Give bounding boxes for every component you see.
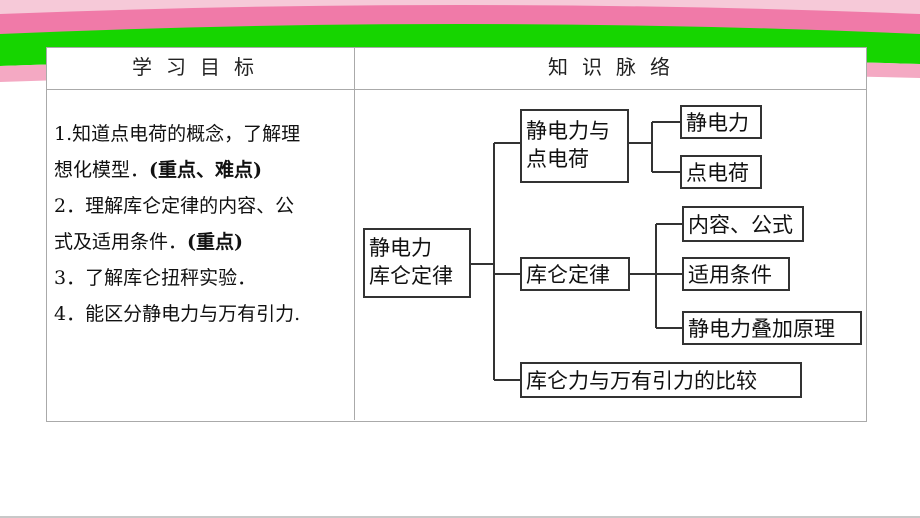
header-knowledge-map: 知识脉络	[548, 55, 684, 79]
goal-line-4: 式及适用条件．(重点)	[54, 224, 354, 260]
table-divider	[354, 47, 355, 420]
goal-emphasis: (重点)	[187, 231, 243, 253]
mindmap-branch-coulomb-law: 库仑定律	[520, 257, 630, 291]
goal-line-6: 4．能区分静电力与万有引力.	[54, 296, 354, 332]
mindmap-leaf-content-formula: 内容、公式	[682, 206, 804, 242]
goal-line-2: 想化模型．(重点、难点)	[54, 152, 354, 188]
goal-text: 2．理解库仑定律的内容、公	[54, 195, 295, 217]
goal-line-1: 1.知道点电荷的概念，了解理	[54, 116, 354, 152]
header-learning-goals: 学习目标	[132, 55, 268, 79]
branch1-line2: 点电荷	[526, 147, 589, 171]
mindmap-leaf-conditions: 适用条件	[682, 257, 790, 291]
goal-text: 1.知道点电荷的概念，了解理	[54, 123, 301, 145]
goal-text: 想化模型．	[54, 159, 150, 181]
branch1-line1: 静电力与	[526, 119, 610, 143]
bottom-rule	[0, 516, 920, 518]
mindmap-leaf-superposition: 静电力叠加原理	[682, 311, 862, 345]
goal-text: 3．了解库仑扭秤实验．	[54, 267, 257, 289]
goal-text: 式及适用条件．	[54, 231, 188, 253]
mindmap-branch-comparison: 库仑力与万有引力的比较	[520, 362, 802, 398]
root-line1: 静电力	[369, 236, 432, 260]
goal-emphasis: (重点、难点)	[149, 159, 262, 181]
goal-text: 4．能区分静电力与万有引力.	[54, 303, 301, 325]
mindmap-branch-electrostatic-force: 静电力与 点电荷	[520, 109, 629, 183]
mindmap-leaf-point-charge: 点电荷	[680, 155, 762, 189]
mindmap-root: 静电力 库仑定律	[363, 228, 471, 298]
learning-goals-list: 1.知道点电荷的概念，了解理 想化模型．(重点、难点) 2．理解库仑定律的内容、…	[54, 116, 354, 332]
root-line2: 库仑定律	[369, 264, 453, 288]
goal-line-5: 3．了解库仑扭秤实验．	[54, 260, 354, 296]
goal-line-3: 2．理解库仑定律的内容、公	[54, 188, 354, 224]
mindmap-leaf-electrostatic-force: 静电力	[680, 105, 762, 139]
table-header-rule	[46, 89, 866, 90]
